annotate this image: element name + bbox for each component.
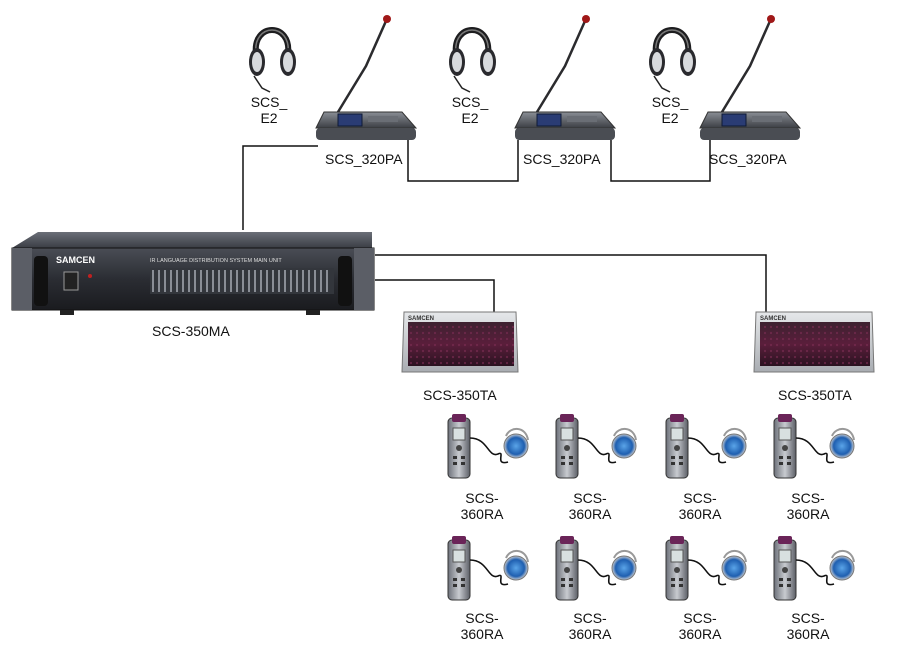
delegate-unit-3-label: SCS_320PA bbox=[709, 151, 787, 167]
receiver-7-label: SCS- 360RA bbox=[678, 610, 722, 642]
receiver-3-label: SCS- 360RA bbox=[678, 490, 722, 522]
transmitter-1-brand: SAMCEN bbox=[408, 316, 434, 322]
main-unit-panel-text: IR LANGUAGE DISTRIBUTION SYSTEM MAIN UNI… bbox=[150, 258, 282, 264]
transmitter-1-label: SCS-350TA bbox=[423, 387, 497, 403]
main-unit-brand: SAMCEN bbox=[56, 255, 95, 265]
receiver-4 bbox=[773, 413, 855, 479]
line-mic2-to-mic3 bbox=[610, 140, 711, 182]
receiver-5-label: SCS- 360RA bbox=[460, 610, 504, 642]
main-unit-device: SAMCEN IR LANGUAGE DISTRIBUTION SYSTEM M… bbox=[11, 232, 375, 315]
delegate-unit-2-label: SCS_320PA bbox=[523, 151, 601, 167]
headphone-2-label: SCS_ E2 bbox=[451, 94, 489, 126]
channel-indicators bbox=[150, 268, 334, 294]
line-main-to-transmitter1 bbox=[375, 279, 495, 312]
transmitter-2: SAMCEN bbox=[753, 311, 875, 373]
transmitter-1: SAMCEN bbox=[401, 311, 519, 373]
receiver-2-label: SCS- 360RA bbox=[568, 490, 612, 522]
line-mic1-to-mic2 bbox=[407, 140, 519, 182]
headphone-3-label: SCS_ E2 bbox=[651, 94, 689, 126]
receiver-4-label: SCS- 360RA bbox=[786, 490, 830, 522]
receiver-1-label: SCS- 360RA bbox=[460, 490, 504, 522]
connection-lines bbox=[242, 140, 767, 312]
receiver-8 bbox=[773, 535, 855, 601]
transmitter-2-brand: SAMCEN bbox=[760, 316, 786, 322]
receiver-1 bbox=[447, 413, 529, 479]
main-unit-label: SCS-350MA bbox=[152, 323, 230, 339]
line-main-to-mic1 bbox=[242, 145, 318, 230]
receiver-7 bbox=[665, 535, 747, 601]
receiver-3 bbox=[665, 413, 747, 479]
receiver-5 bbox=[447, 535, 529, 601]
receiver-6 bbox=[555, 535, 637, 601]
receiver-6-label: SCS- 360RA bbox=[568, 610, 612, 642]
line-main-to-transmitter2 bbox=[375, 254, 767, 312]
delegate-unit-1-label: SCS_320PA bbox=[325, 151, 403, 167]
transmitter-2-label: SCS-350TA bbox=[778, 387, 852, 403]
headphone-1-label: SCS_ E2 bbox=[250, 94, 288, 126]
receiver-8-label: SCS- 360RA bbox=[786, 610, 830, 642]
receiver-2 bbox=[555, 413, 637, 479]
